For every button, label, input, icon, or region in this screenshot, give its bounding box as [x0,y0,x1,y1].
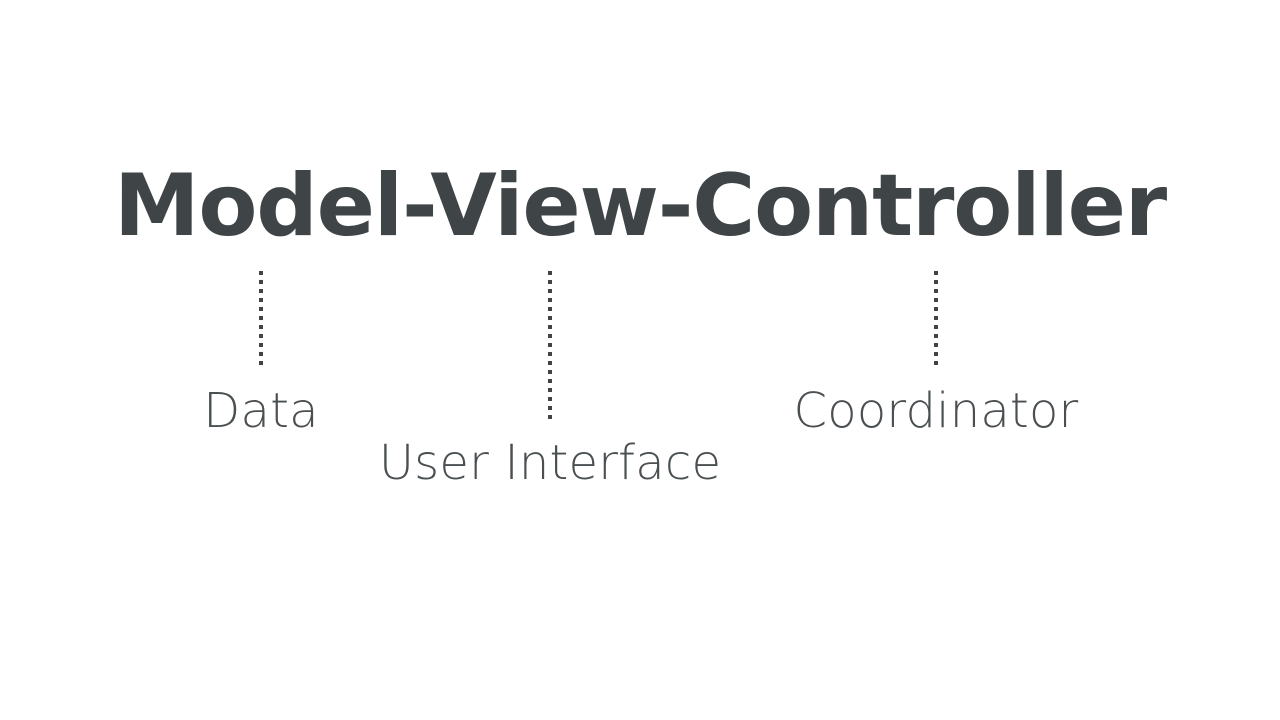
connector-line-controller [934,271,938,367]
label-controller-coordinator: Coordinator [793,383,1079,439]
label-view-user-interface: User Interface [378,435,722,491]
connector-line-model [259,271,263,367]
label-model-data: Data [203,383,319,439]
connector-line-view [548,271,552,419]
page-title: Model-View-Controller [114,156,1167,256]
